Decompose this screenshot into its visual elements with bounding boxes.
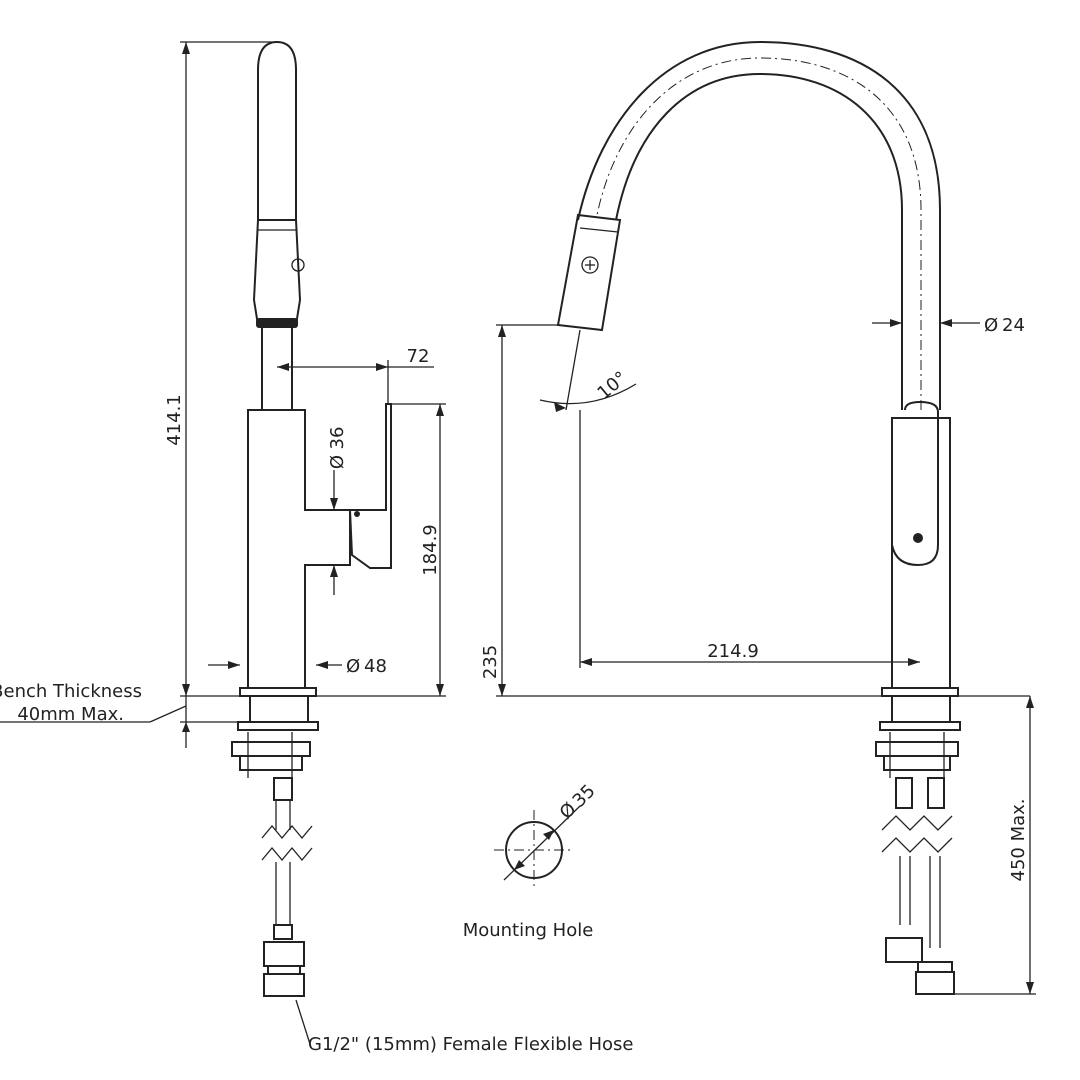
dim-spray-angle: 10° bbox=[593, 367, 631, 404]
front-view-dimensions bbox=[496, 319, 1036, 995]
side-view-faucet bbox=[231, 40, 392, 997]
dim-spout-height: 235 bbox=[480, 645, 501, 679]
diameter-symbol-36: Ø bbox=[327, 455, 348, 469]
side-view-dimensions bbox=[0, 41, 446, 1045]
diameter-symbol-24: Ø bbox=[984, 315, 998, 336]
dim-spout-reach-side: 72 bbox=[407, 346, 430, 367]
mounting-hole-symbol bbox=[494, 805, 581, 890]
dim-spout-reach: 214.9 bbox=[707, 641, 759, 662]
dim-body-diameter: 36 bbox=[327, 427, 348, 450]
dim-lever-height: 184.9 bbox=[420, 524, 441, 576]
dim-base-diameter: 48 bbox=[364, 656, 387, 677]
dim-hose-diameter: 24 bbox=[1002, 315, 1025, 336]
hose-label: G1/2" (15mm) Female Flexible Hose bbox=[308, 1034, 633, 1055]
mounting-hole-label: Mounting Hole bbox=[463, 920, 594, 941]
bench-max-label: 40mm Max. bbox=[17, 704, 124, 725]
diameter-symbol-48: Ø bbox=[346, 656, 360, 677]
bench-thickness-label: Bench Thickness bbox=[0, 681, 142, 702]
dim-hose-length: 450 Max. bbox=[1008, 798, 1029, 881]
front-view-faucet bbox=[556, 40, 961, 995]
dim-total-height: 414.1 bbox=[164, 394, 185, 446]
